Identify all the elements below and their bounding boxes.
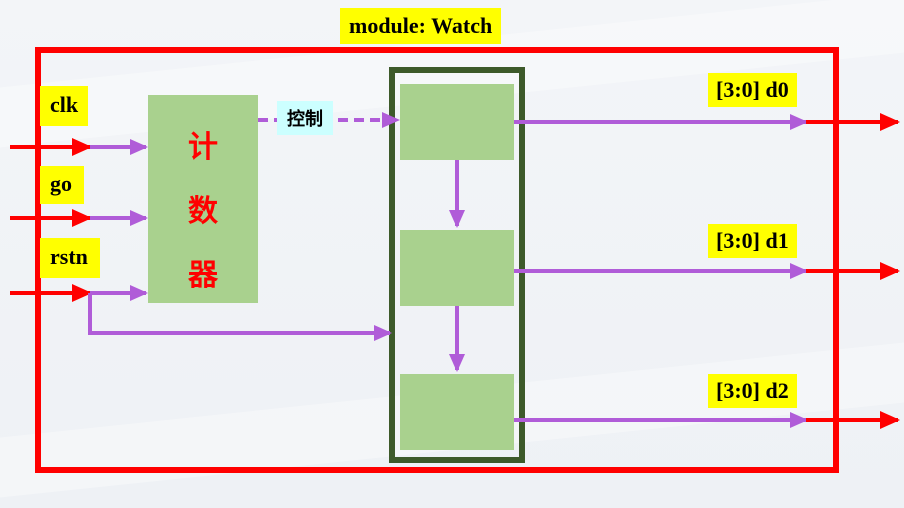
- d1-label: [3:0] d1: [708, 224, 797, 258]
- d0-label: [3:0] d0: [708, 73, 797, 107]
- counter-char-1: 计: [188, 130, 218, 165]
- go-label: go: [40, 166, 84, 204]
- counter-char-3: 器: [188, 258, 218, 293]
- counter-char-2: 数: [188, 194, 218, 229]
- digit-block-2: [400, 374, 514, 450]
- rstn-to-group-signal: [88, 293, 392, 341]
- clk-label: clk: [40, 86, 89, 126]
- digit-block-1: [400, 230, 514, 306]
- control-label: 控制: [277, 101, 333, 135]
- digit-block-0: [400, 84, 514, 160]
- module-title: module: Watch: [340, 8, 502, 44]
- counter-block: [148, 95, 258, 303]
- digit-group-border: [389, 67, 525, 463]
- rstn-label: rstn: [40, 238, 100, 278]
- module-border: [35, 47, 839, 473]
- d2-label: [3:0] d2: [708, 374, 797, 408]
